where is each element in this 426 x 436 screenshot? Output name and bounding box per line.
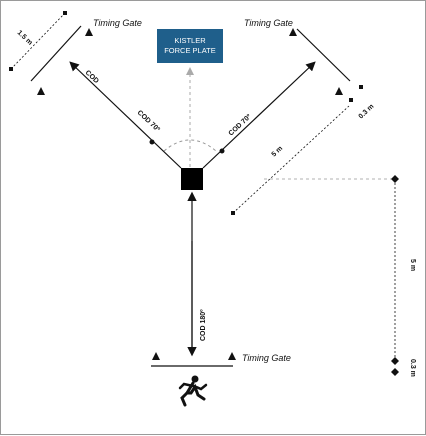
vertical-measure-top-marker — [391, 175, 399, 183]
left-gate-line — [30, 25, 82, 82]
cod70-left-label: COD 70º — [136, 109, 161, 133]
cod-left-line — [69, 61, 182, 169]
d-0-3m-top-label: 0.3 m — [358, 103, 376, 120]
center-marker — [181, 168, 203, 190]
cod-right-line — [202, 61, 316, 169]
right-gate-line — [296, 28, 351, 82]
left-gate-cone-bottom — [37, 87, 45, 95]
bottom-gate-cone-right — [228, 352, 236, 360]
right-03-marker-b — [349, 98, 353, 102]
cod70-right-marker — [219, 148, 225, 154]
measure-1-5m-end-top — [63, 11, 67, 15]
right-gate-cone-top — [289, 28, 297, 36]
cod70-right-label: COD 70º — [228, 113, 253, 137]
cod180-label: COD 180º — [200, 309, 207, 341]
bottom-gate-cone-left — [152, 352, 160, 360]
measure-1-5m — [10, 12, 66, 70]
left-gate-label: Timing Gate — [93, 18, 142, 28]
d-5m-diag-label: 5 m — [271, 145, 285, 158]
right-03-marker-a — [359, 85, 363, 89]
runner-icon — [178, 375, 208, 407]
force-plate-box — [157, 29, 223, 63]
vertical-measure-marker-b — [391, 368, 399, 376]
d-5m-vert-label: 5 m — [409, 259, 416, 271]
measure-5m-diag-end — [231, 211, 235, 215]
d-0-3m-bottom-label: 0.3 m — [409, 359, 416, 377]
measure-1-5m-end-bottom — [9, 67, 13, 71]
cod70-left-marker — [149, 139, 155, 145]
right-gate-cone-bottom — [335, 87, 343, 95]
vertical-measure-marker-a — [391, 357, 399, 365]
right-gate-label: Timing Gate — [244, 18, 293, 28]
d-1-5m-label: 1.5 m — [16, 29, 34, 46]
force-plate-line1: KISTLER — [174, 36, 206, 45]
measure-5m-diag — [232, 105, 350, 214]
left-gate-cone-top — [85, 28, 93, 36]
force-plate-line2: FORCE PLATE — [164, 46, 216, 55]
bottom-gate-label: Timing Gate — [242, 353, 291, 363]
